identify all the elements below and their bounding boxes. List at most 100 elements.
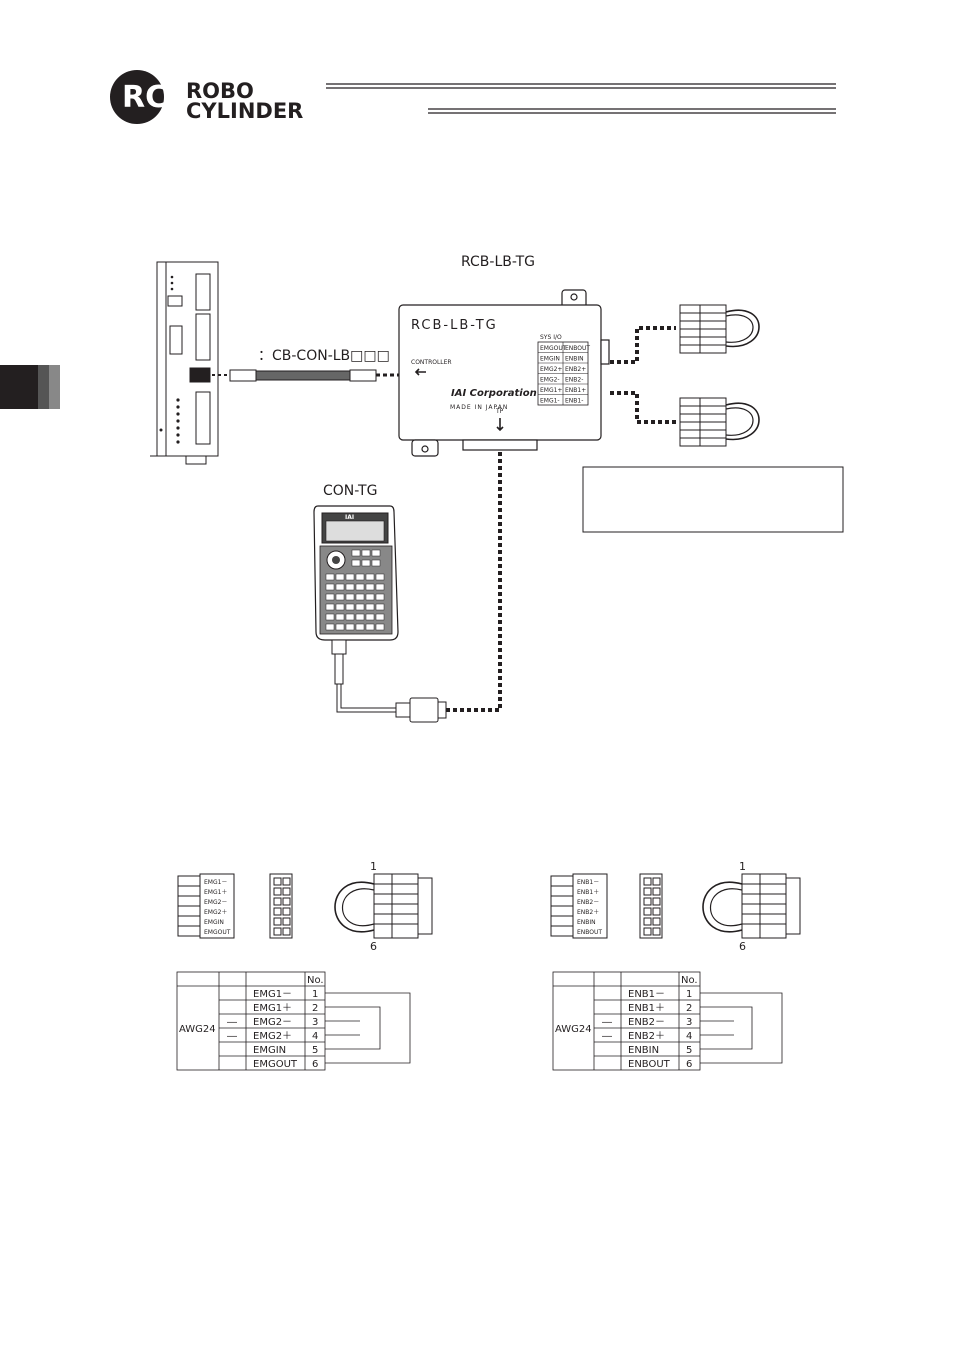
controller-port-arrow-icon — [414, 368, 426, 376]
emg-wire-gauge: AWG24 — [179, 1024, 216, 1035]
row-signal: ENBIN — [628, 1045, 659, 1056]
box-title: RCB-LB-TG — [461, 254, 535, 270]
tp-port-arrow-icon — [496, 418, 504, 432]
enb-plug-side-view — [550, 873, 608, 939]
signal-label: EMG1－ — [204, 879, 227, 886]
signal-label: ENB2－ — [577, 899, 599, 906]
terminal-cell: EMGOUT — [540, 345, 567, 352]
cable-model-label: ：CB-CON-LB□□□ — [258, 348, 390, 364]
terminal-cell: ENBIN — [565, 356, 584, 363]
tp-port-label: TP — [495, 408, 504, 415]
terminal-cell: EMG1+ — [540, 387, 562, 394]
row-no: 1 — [686, 989, 692, 1000]
controller-port-label: CONTROLLER — [411, 359, 452, 366]
enb-col-no: No. — [681, 975, 698, 986]
enb-wire-gauge: AWG24 — [555, 1024, 592, 1035]
sys-io-label: SYS I/O — [540, 334, 562, 341]
terminal-cell: EMG1- — [540, 398, 560, 405]
pendant-brand: IAI — [345, 514, 354, 521]
row-signal: ENB2－ — [628, 1017, 665, 1028]
terminal-cell: ENB2+ — [565, 366, 586, 373]
cb-con-lb-cable — [212, 369, 400, 382]
row-mark: ― — [227, 1017, 237, 1028]
signal-label: EMG1＋ — [204, 889, 227, 896]
row-no: 6 — [312, 1059, 318, 1070]
brand-label: IAI Corporation — [451, 388, 537, 399]
emg-pin-first: 1 — [370, 860, 377, 873]
emg-wiring-table — [176, 971, 411, 1071]
signal-label: ENBIN — [577, 919, 596, 926]
row-signal: EMG2＋ — [253, 1031, 292, 1042]
terminal-cell: ENB1+ — [565, 387, 586, 394]
con-tg-pendant: IAI — [313, 505, 399, 641]
header-rule — [326, 83, 836, 114]
row-signal: ENB1－ — [628, 989, 665, 1000]
signal-label: ENB1－ — [577, 879, 599, 886]
row-signal: ENBOUT — [628, 1059, 671, 1070]
row-no: 4 — [686, 1031, 692, 1042]
row-no: 3 — [686, 1017, 692, 1028]
row-signal: EMG2－ — [253, 1017, 292, 1028]
pendant-label: CON-TG — [323, 483, 377, 499]
enb-plug-with-loop — [702, 873, 801, 939]
terminal-cell: EMGIN — [540, 356, 560, 363]
emg-plug-with-loop — [334, 873, 433, 939]
signal-label: ENB1＋ — [577, 889, 599, 896]
emg-loop-connector — [679, 304, 760, 354]
row-no: 2 — [312, 1003, 318, 1014]
enb-plug-front-view — [639, 873, 663, 939]
row-no: 5 — [686, 1045, 692, 1056]
row-no: 1 — [312, 989, 318, 1000]
row-signal: EMGIN — [253, 1045, 286, 1056]
row-mark: ― — [602, 1017, 612, 1028]
logo-line2: CYLINDER — [186, 99, 303, 123]
terminal-table: EMGOUT ENBOUT EMGIN ENBIN EMG2+ ENB2+ EM… — [537, 341, 590, 406]
signal-label: EMG2＋ — [204, 909, 227, 916]
pendant-cable — [331, 639, 447, 723]
signal-label: EMGOUT — [204, 929, 231, 936]
emg-plug-side-view — [177, 873, 235, 939]
made-in-label: MADE IN JAPAN — [450, 404, 508, 411]
terminal-cell: ENB1- — [565, 398, 583, 405]
controller-unit — [150, 261, 219, 465]
row-signal: ENB2＋ — [628, 1031, 665, 1042]
row-signal: ENB1＋ — [628, 1003, 665, 1014]
row-no: 2 — [686, 1003, 692, 1014]
enb-pin-last: 6 — [739, 940, 746, 953]
tp-cable — [446, 452, 502, 712]
row-no: 5 — [312, 1045, 318, 1056]
signal-label: ENB2＋ — [577, 909, 599, 916]
enb-loop-connector — [679, 397, 760, 447]
row-signal: EMG1－ — [253, 989, 292, 1000]
terminal-cell: ENBOUT — [565, 345, 590, 352]
enb-table-rows: ENB1－ 1 ENB1＋ 2 ― ENB2－ 3 ― ENB2＋ 4 ENBI… — [602, 989, 692, 1070]
logo-mark: RC — [122, 80, 167, 115]
signal-label: ENBOUT — [577, 929, 602, 936]
signal-label: EMG2－ — [204, 899, 227, 906]
emg-pin-last: 6 — [370, 940, 377, 953]
terminal-cell: EMG2+ — [540, 366, 562, 373]
enb-wiring-table — [552, 971, 783, 1071]
row-signal: EMG1＋ — [253, 1003, 292, 1014]
row-no: 4 — [312, 1031, 318, 1042]
emg-table-rows: EMG1－ 1 EMG1＋ 2 ― EMG2－ 3 ― EMG2＋ 4 EMGI… — [227, 989, 318, 1070]
emg-signal-list: EMG1－ EMG1＋ EMG2－ EMG2＋ EMGIN EMGOUT — [204, 879, 231, 936]
emg-col-no: No. — [307, 975, 324, 986]
terminal-cell: ENB2- — [565, 377, 583, 384]
enb-signal-list: ENB1－ ENB1＋ ENB2－ ENB2＋ ENBIN ENBOUT — [577, 879, 602, 936]
sys-io-links — [610, 326, 676, 424]
box-label: RCB-LB-TG — [411, 318, 498, 333]
logo-line1: ROBO — [186, 79, 254, 103]
terminal-cell: EMG2- — [540, 377, 560, 384]
row-signal: EMGOUT — [253, 1059, 298, 1070]
robo-cylinder-logo: RC ROBO CYLINDER — [110, 70, 303, 124]
signal-label: EMGIN — [204, 919, 224, 926]
chapter-tab — [0, 365, 60, 409]
row-no: 6 — [686, 1059, 692, 1070]
row-no: 3 — [312, 1017, 318, 1028]
rcb-lb-tg-box — [398, 289, 610, 457]
note-box — [582, 466, 844, 533]
emg-plug-front-view — [269, 873, 293, 939]
row-mark: ― — [227, 1031, 237, 1042]
